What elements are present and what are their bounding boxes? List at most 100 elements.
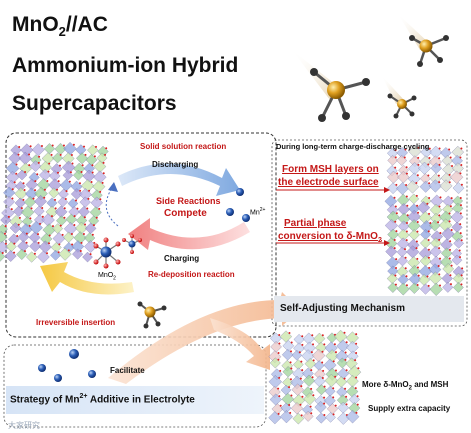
oxygen-atom <box>415 247 418 250</box>
oxygen-atom <box>57 180 60 183</box>
oxygen-atom <box>394 205 397 208</box>
oxygen-atom <box>93 155 96 158</box>
solid-solution-label: Solid solution reaction <box>140 142 227 151</box>
oxygen-atom <box>24 250 27 253</box>
oxygen-atom <box>290 394 293 397</box>
oxygen-atom <box>428 212 431 215</box>
dashed-return-arrow <box>105 187 119 227</box>
oxygen-atom <box>99 198 102 201</box>
oxygen-atom <box>415 240 418 243</box>
oxygen-atom <box>334 404 337 407</box>
oxygen-atom <box>289 361 292 364</box>
oxygen-atom <box>98 207 101 210</box>
oxygen-atom <box>427 238 430 241</box>
oxygen-atom <box>393 247 396 250</box>
oxygen-atom <box>102 161 105 164</box>
oxygen-atom <box>68 180 71 183</box>
facilitate-arrow-upper <box>108 292 300 384</box>
oxygen-atom <box>450 229 453 232</box>
oxygen-atom <box>290 341 293 344</box>
oxygen-atom <box>88 189 91 192</box>
oxygen-atom <box>95 216 98 219</box>
crystal-unit <box>396 155 408 166</box>
oxygen-atom <box>438 205 441 208</box>
oxygen-atom <box>90 180 93 183</box>
oxygen-atom <box>448 181 451 184</box>
oxygen-atom <box>57 251 60 254</box>
oxygen-atom <box>416 266 419 269</box>
oxygen-atom <box>72 143 75 146</box>
oxygen-atom <box>91 233 94 236</box>
oxygen-atom <box>43 196 46 199</box>
oxygen-atom <box>449 274 452 277</box>
oxygen-atom <box>310 387 313 390</box>
oxygen-atom <box>448 212 451 215</box>
oxygen-atom <box>48 242 51 245</box>
oxygen-atom <box>56 188 59 191</box>
oxygen-atom <box>4 242 7 245</box>
crystal-unit <box>324 373 338 388</box>
oxygen-atom <box>416 220 419 223</box>
oxygen-atom <box>13 242 16 245</box>
oxygen-atom <box>427 230 430 233</box>
oxygen-atom <box>405 239 408 242</box>
oxygen-atom <box>345 395 348 398</box>
facilitate-arrow-lower <box>210 318 270 370</box>
oxygen-atom <box>449 240 452 243</box>
oxygen-atom <box>448 148 451 151</box>
oxygen-atom <box>74 199 77 202</box>
oxygen-atom <box>394 166 397 169</box>
oxygen-atom <box>406 221 409 224</box>
oxygen-atom <box>343 377 346 380</box>
oxygen-atom <box>91 164 94 167</box>
oxygen-atom <box>25 232 28 235</box>
oxygen-atom <box>405 275 408 278</box>
oxygen-atom <box>417 163 420 166</box>
oxygen-atom <box>461 267 464 270</box>
oxygen-atom <box>426 275 429 278</box>
oxygen-atom <box>78 182 81 185</box>
oxygen-atom <box>47 170 50 173</box>
oxygen-atom <box>404 148 407 151</box>
oxygen-atom <box>448 173 451 176</box>
crystal-unit <box>57 196 69 208</box>
oxygen-atom <box>415 182 418 185</box>
oxygen-atom <box>323 402 326 405</box>
oxygen-atom <box>355 376 358 379</box>
oxygen-atom <box>393 238 396 241</box>
redeposition-label: Re-deposition reaction <box>148 270 235 279</box>
oxygen-atom <box>460 283 463 286</box>
oxygen-atom <box>65 190 68 193</box>
oxygen-atom <box>48 162 51 165</box>
flying-molecule-top <box>398 14 449 67</box>
oxygen-atom <box>355 333 358 336</box>
oxygen-atom <box>105 147 108 150</box>
compete-label: Compete <box>164 208 207 219</box>
oxygen-atom <box>102 172 105 175</box>
oxygen-atom <box>321 377 324 380</box>
oxygen-atom <box>460 274 463 277</box>
oxygen-atom <box>448 248 451 251</box>
oxygen-atom <box>460 183 463 186</box>
oxygen-atom <box>46 252 49 255</box>
oxygen-atom <box>37 241 40 244</box>
oxygen-atom <box>450 264 453 267</box>
oxygen-atom <box>301 369 304 372</box>
strategy-label: Strategy of Mn2+ Additive in Electrolyte <box>10 393 195 406</box>
oxygen-atom <box>15 172 18 175</box>
oxygen-atom <box>448 257 451 260</box>
oxygen-atom <box>16 235 19 238</box>
oxygen-atom <box>394 220 397 223</box>
oxygen-atom <box>30 207 33 210</box>
oxygen-atom <box>321 350 324 353</box>
crystal-unit <box>50 249 61 261</box>
oxygen-atom <box>459 232 462 235</box>
oxygen-atom <box>427 248 430 251</box>
oxygen-atom <box>83 216 86 219</box>
oxygen-atom <box>58 243 61 246</box>
msh-layer-crystal <box>386 145 465 195</box>
oxygen-atom <box>355 342 358 345</box>
oxygen-atom <box>288 386 291 389</box>
oxygen-atom <box>91 171 94 174</box>
oxygen-atom <box>405 284 408 287</box>
